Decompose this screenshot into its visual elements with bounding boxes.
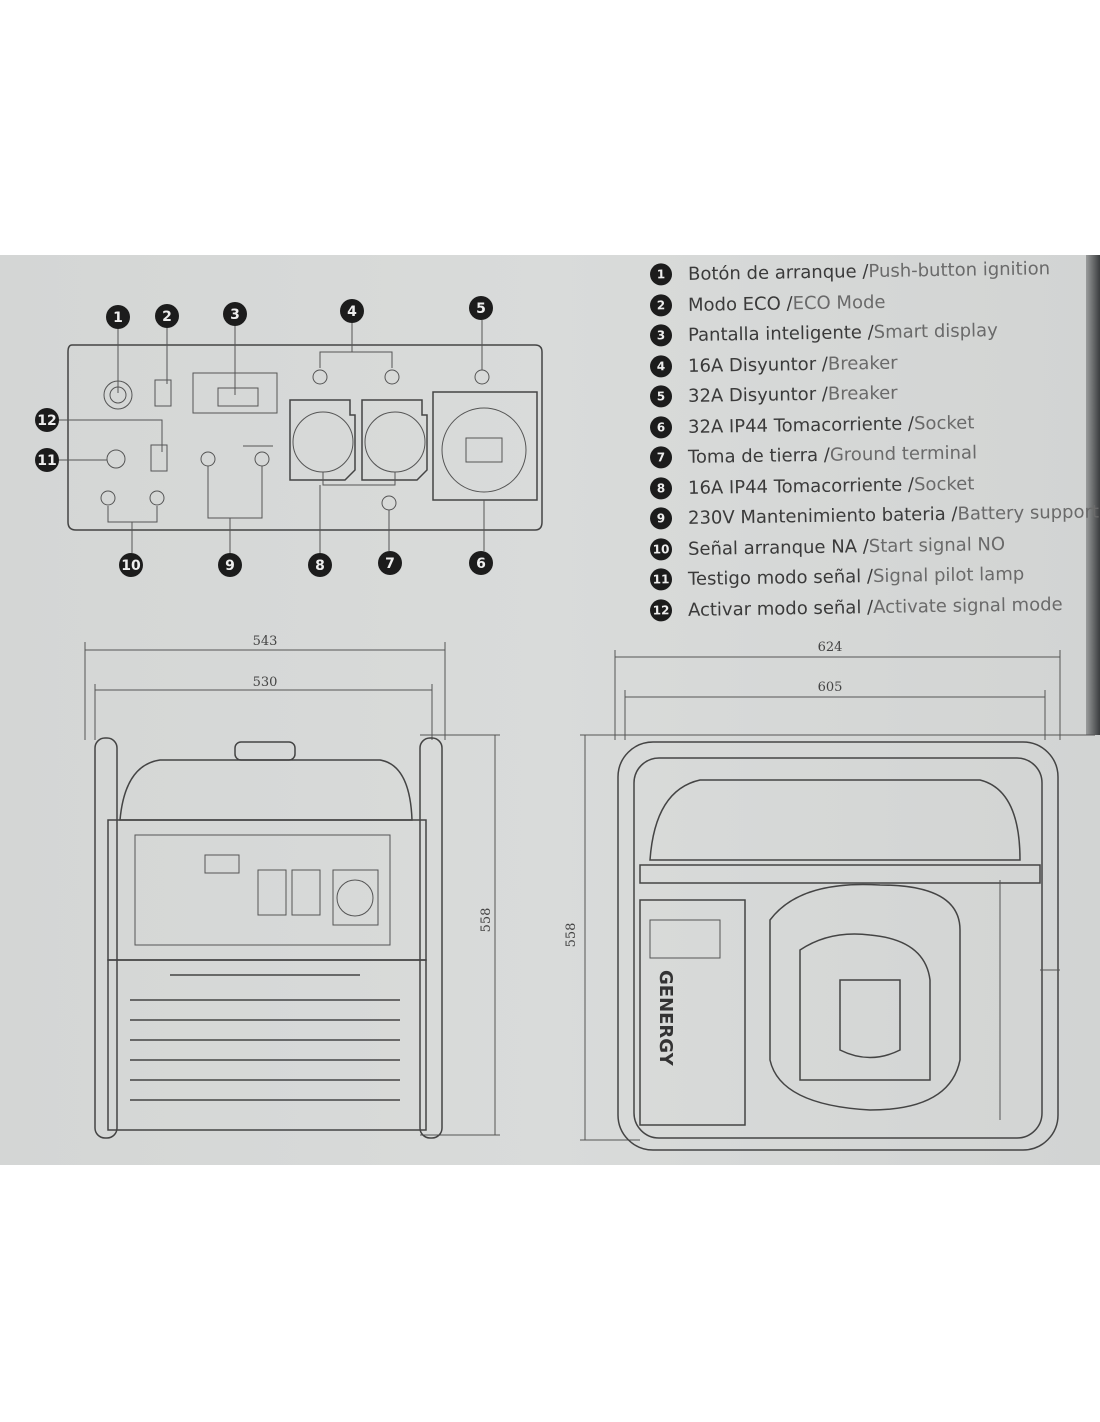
legend-label-es: 16A IP44 Tomacorriente / [687, 473, 915, 499]
page-edge-shadow [1086, 255, 1100, 735]
legend-label-es: Pantalla inteligente / [687, 321, 874, 346]
legend-number-badge: 12 [649, 598, 673, 622]
dim-front-height: 558 [479, 908, 494, 933]
dim-front-inner-width: 530 [253, 675, 278, 690]
callout-12: 12 [35, 408, 59, 432]
svg-text:11: 11 [37, 453, 56, 469]
svg-text:5: 5 [476, 301, 486, 317]
legend-number-badge: 10 [649, 537, 673, 561]
legend-number-badge: 4 [649, 354, 673, 378]
legend-label-en: Breaker [827, 382, 898, 405]
legend-label-es: 32A IP44 Tomacorriente / [687, 412, 915, 438]
legend-label-en: ECO Mode [792, 291, 886, 314]
svg-text:10: 10 [121, 558, 141, 574]
legend-label-en: Socket [913, 472, 975, 495]
legend-label-es: 230V Mantenimiento bateria / [687, 503, 958, 529]
legend-label-es: 32A Disyuntor / [687, 383, 829, 407]
legend-label-es: Testigo modo señal / [687, 565, 874, 590]
legend-number-badge: 7 [649, 446, 673, 469]
dim-front-outer-width: 543 [253, 634, 278, 649]
legend-label-en: Breaker [827, 351, 898, 374]
legend-label-en: Start signal NO [868, 533, 1006, 557]
legend-label-es: Botón de arranque / [687, 260, 869, 285]
dim-side-height: 558 [564, 923, 579, 948]
svg-text:2: 2 [162, 309, 172, 325]
legend-item: 12 Activar modo señal / Activate signal m… [649, 588, 1100, 626]
legend-label-en: Ground terminal [829, 442, 978, 466]
callout-markers: 1 2 3 4 5 6 7 8 9 10 11 12 [35, 296, 493, 577]
legend-label-en: Push-button ignition [868, 258, 1051, 282]
callout-5: 5 [469, 296, 493, 320]
legend-number-badge: 1 [649, 263, 673, 286]
callout-10: 10 [119, 553, 143, 577]
dim-side-inner-width: 605 [818, 680, 843, 695]
svg-text:4: 4 [347, 304, 357, 320]
callout-6: 6 [469, 551, 493, 575]
legend-label-en: Smart display [873, 319, 998, 343]
brand-label: GENERGY [655, 970, 676, 1067]
svg-text:1: 1 [113, 310, 123, 326]
legend-label-es: Señal arranque NA / [687, 535, 869, 560]
control-panel [58, 320, 543, 553]
callout-11: 11 [35, 448, 59, 472]
dim-side-outer-width: 624 [818, 640, 843, 655]
legend-label-en: Battery support [957, 501, 1100, 525]
component-legend: 1 Botón de arranque / Push-button ignitio… [649, 256, 1100, 622]
side-view-drawing: 624 605 558 GENERGY [564, 640, 1095, 1151]
front-view-drawing: 543 530 558 [84, 634, 500, 1139]
legend-number-badge: 8 [649, 476, 673, 500]
svg-text:3: 3 [230, 307, 240, 323]
svg-text:9: 9 [225, 558, 235, 574]
legend-number-badge: 9 [649, 507, 673, 530]
legend-number-badge: 11 [649, 568, 673, 591]
svg-text:6: 6 [476, 556, 486, 572]
legend-label-es: Toma de tierra / [687, 444, 831, 468]
callout-4: 4 [340, 299, 364, 323]
manual-photo-background [0, 255, 1100, 1165]
legend-label-en: Socket [913, 411, 975, 434]
callout-3: 3 [223, 302, 247, 326]
legend-number-badge: 5 [649, 385, 673, 408]
svg-text:7: 7 [385, 556, 395, 572]
callout-7: 7 [378, 551, 402, 575]
legend-label-es: Modo ECO / [687, 292, 793, 316]
callout-1: 1 [106, 305, 130, 329]
legend-label-es: 16A Disyuntor / [687, 352, 829, 377]
legend-label-es: Activar modo señal / [687, 596, 874, 621]
svg-text:12: 12 [37, 413, 56, 429]
callout-9: 9 [218, 553, 242, 577]
svg-text:8: 8 [315, 558, 325, 574]
legend-number-badge: 6 [649, 415, 673, 439]
legend-number-badge: 2 [649, 293, 673, 317]
callout-2: 2 [155, 304, 179, 328]
legend-number-badge: 3 [649, 324, 673, 347]
legend-label-en: Activate signal mode [872, 593, 1063, 618]
legend-label-en: Signal pilot lamp [872, 563, 1025, 587]
callout-8: 8 [308, 553, 332, 577]
